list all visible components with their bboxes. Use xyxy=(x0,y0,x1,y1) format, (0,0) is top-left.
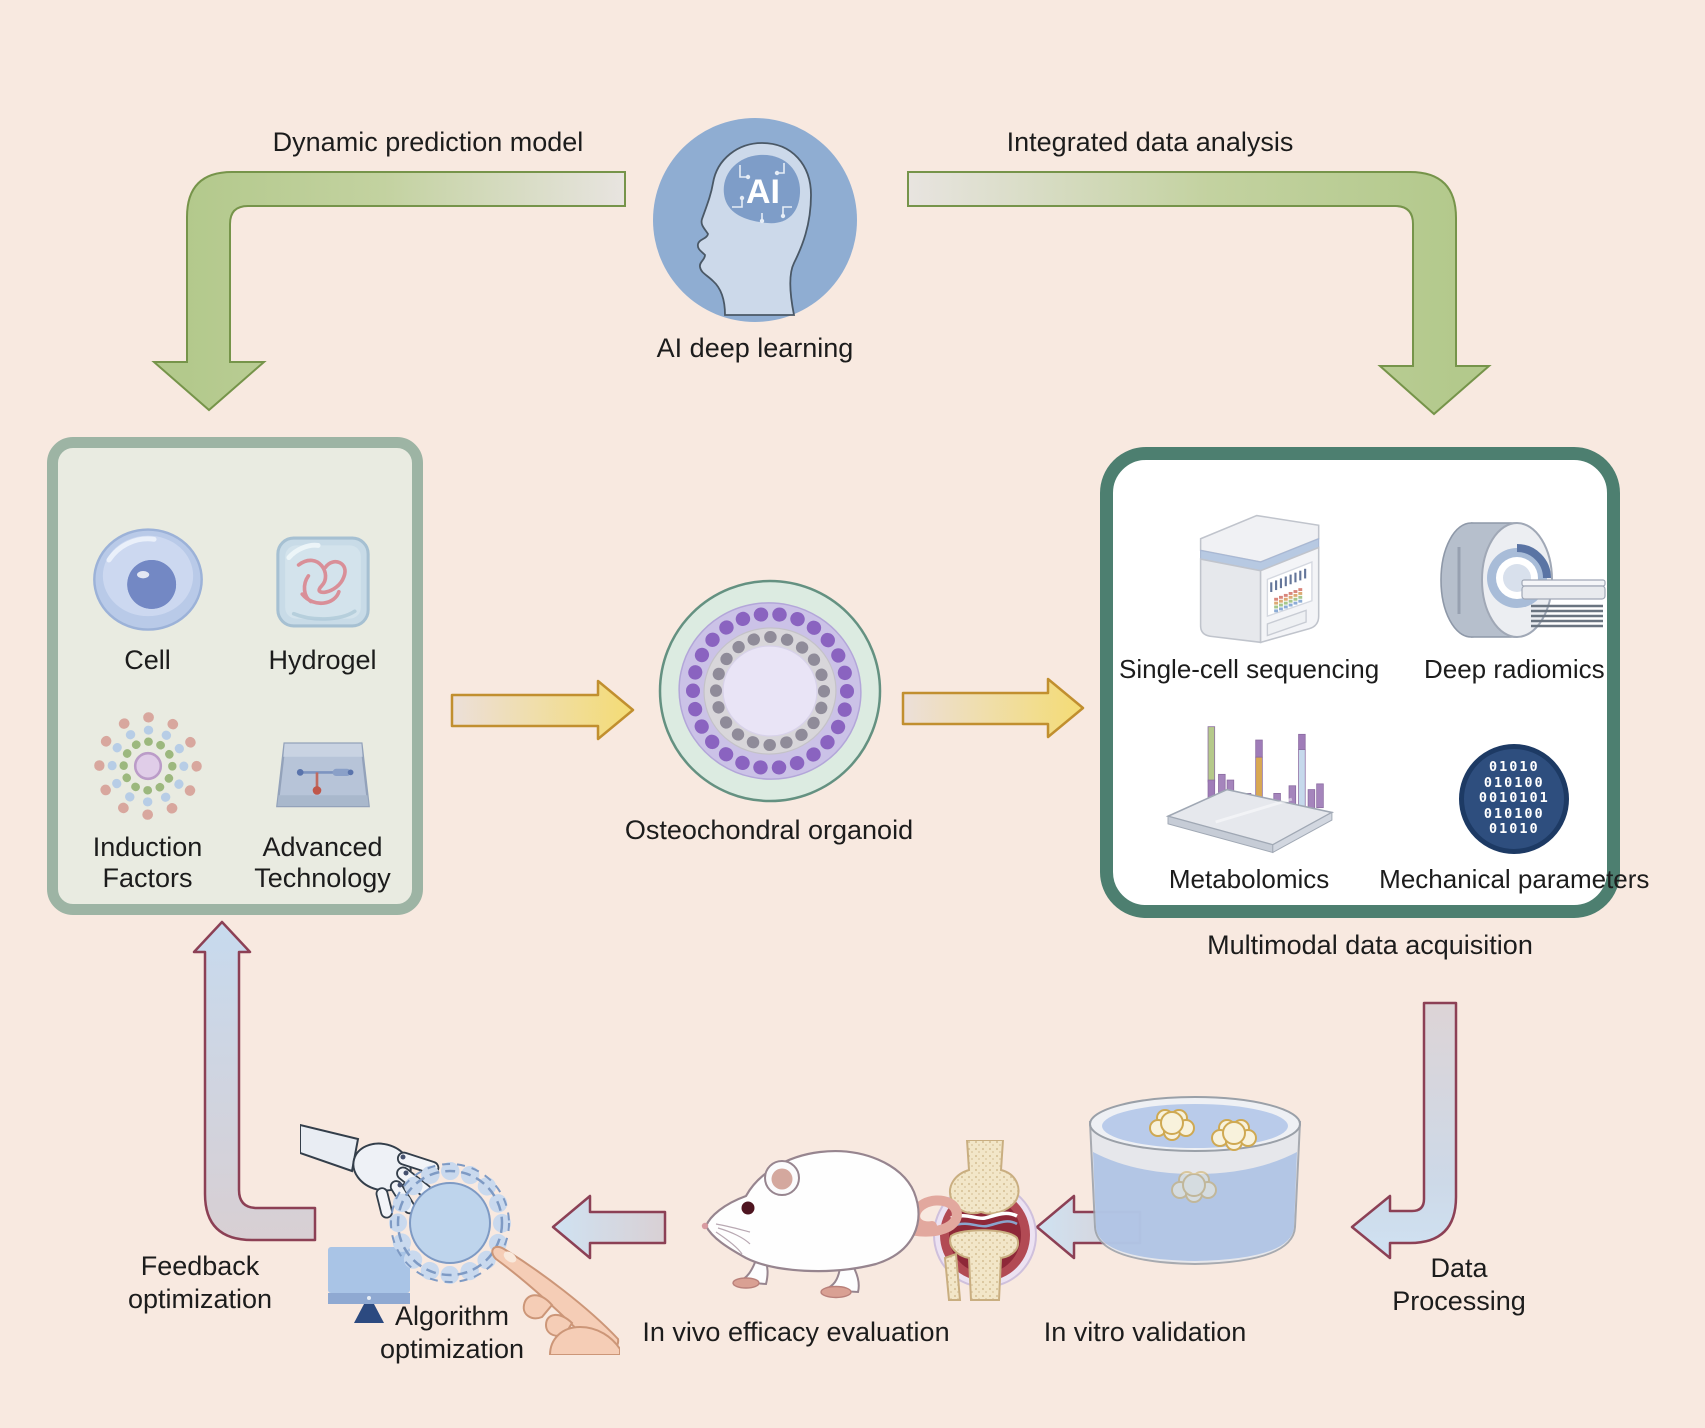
multimodal-acquisition-box: Single-cell sequencing xyxy=(1100,447,1649,918)
single-cell-sequencing-item: Single-cell sequencing xyxy=(1119,474,1379,685)
hydrogel-label: Hydrogel xyxy=(268,644,377,675)
mouse-icon xyxy=(701,1150,962,1299)
algorithm-optimization-scene xyxy=(300,1123,620,1355)
ai-brain-text: AI xyxy=(746,173,780,211)
osteo-cell-nuclei-ring xyxy=(710,631,830,751)
mechanical-parameters-item: 01010 010100 0010101 010100 01010 Mechan… xyxy=(1379,685,1649,896)
induction-factors-label: Induction Factors xyxy=(92,831,203,893)
ai-deep-learning-icon: AI xyxy=(653,118,857,322)
metabolomics-plate-icon xyxy=(1165,726,1335,854)
hydrogel-icon xyxy=(275,536,370,628)
organoid-inputs-box: Cell Hydrogel Induction Factors xyxy=(47,437,423,915)
feedback-optimization-label: Feedback optimization xyxy=(127,1251,273,1315)
data-processing-arrow xyxy=(1350,1001,1458,1260)
hydrogel-item: Hydrogel xyxy=(235,458,410,676)
petri-dish-icon xyxy=(1088,1096,1302,1266)
advanced-technology-label: Advanced Technology xyxy=(254,831,391,893)
metabolomics-item: Metabolomics xyxy=(1119,685,1379,896)
osteochondral-organoid-icon xyxy=(658,579,882,803)
organoid-to-acquisition-arrow xyxy=(901,677,1085,739)
inputs-to-organoid-arrow xyxy=(450,679,635,741)
osteochondral-organoid-label: Osteochondral organoid xyxy=(624,815,914,845)
ai-deep-learning-label: AI deep learning xyxy=(656,333,854,363)
chondral-cell-nuclei-ring xyxy=(686,607,854,775)
in-vivo-evaluation-label: In vivo efficacy evaluation xyxy=(642,1317,950,1347)
ai-brain xyxy=(723,154,801,224)
invivo-to-algorithm-arrow xyxy=(551,1194,667,1260)
in-vitro-validation-label: In vitro validation xyxy=(1043,1317,1247,1347)
monitor-icon xyxy=(328,1247,410,1293)
binary-row: 010100 xyxy=(1483,774,1545,791)
data-processing-label: Data Processing xyxy=(1392,1253,1526,1317)
brain-circuit-lines xyxy=(732,163,792,224)
cell-item: Cell xyxy=(60,458,235,676)
dynamic-prediction-label: Dynamic prediction model xyxy=(272,127,584,157)
advanced-technology-item: Advanced Technology xyxy=(235,676,410,894)
organoid-sample xyxy=(1149,1109,1257,1203)
binary-row: 01010 xyxy=(1488,759,1540,776)
mechanical-parameters-label: Mechanical parameters xyxy=(1379,864,1650,894)
cell-label: Cell xyxy=(124,644,171,675)
integrated-analysis-label: Integrated data analysis xyxy=(1006,127,1294,157)
metabolomics-label: Metabolomics xyxy=(1168,864,1330,894)
single-cell-sequencing-label: Single-cell sequencing xyxy=(1119,653,1380,684)
microfluidic-chip-icon xyxy=(275,742,370,808)
multimodal-acquisition-label: Multimodal data acquisition xyxy=(1207,930,1533,960)
human-hand-icon xyxy=(491,1245,620,1355)
induction-factors-icon xyxy=(93,712,202,820)
cell-icon xyxy=(92,528,203,631)
sequencer-icon xyxy=(1199,514,1320,643)
dynamic-prediction-arrow xyxy=(151,171,626,412)
algorithm-optimization-label: Algorithm optimization xyxy=(379,1301,525,1365)
binary-row: 01010 xyxy=(1488,821,1540,838)
binary-data-icon: 01010 010100 0010101 010100 01010 xyxy=(1459,744,1570,854)
integrated-analysis-arrow xyxy=(907,171,1492,416)
deep-radiomics-item: Deep radiomics xyxy=(1379,474,1649,685)
induction-factors-item: Induction Factors xyxy=(60,676,235,894)
deep-radiomics-label: Deep radiomics xyxy=(1423,653,1605,684)
neural-network-icon xyxy=(389,1162,511,1284)
mri-scanner-icon xyxy=(1440,521,1606,638)
feedback-arrow xyxy=(192,920,317,1242)
binary-row: 0010101 xyxy=(1478,790,1550,807)
binary-row: 010100 xyxy=(1483,805,1545,822)
